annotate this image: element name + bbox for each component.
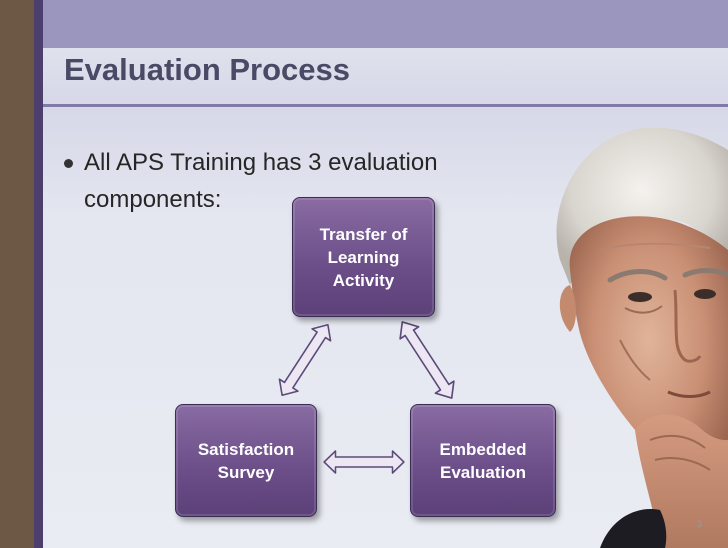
elderly-man-photo bbox=[556, 127, 728, 548]
title-rule bbox=[43, 104, 728, 107]
arrow-left-right bbox=[323, 450, 405, 474]
page-number: 3 bbox=[697, 519, 703, 529]
arrow-top-left bbox=[272, 317, 338, 403]
bullet-text: All APS Training has 3 evaluation compon… bbox=[84, 149, 438, 213]
header-band bbox=[43, 0, 728, 48]
arrow-top-right bbox=[392, 315, 462, 405]
box-embedded-evaluation: Embedded Evaluation bbox=[410, 404, 556, 517]
side-bar-brown bbox=[0, 0, 34, 548]
title-band bbox=[43, 48, 728, 104]
side-bar-purple bbox=[34, 0, 43, 548]
bullet-dot-icon bbox=[64, 159, 73, 168]
slide-title: Evaluation Process bbox=[64, 52, 351, 87]
box-satisfaction-survey: Satisfaction Survey bbox=[175, 404, 317, 517]
box-transfer-of-learning: Transfer of Learning Activity bbox=[292, 197, 435, 317]
